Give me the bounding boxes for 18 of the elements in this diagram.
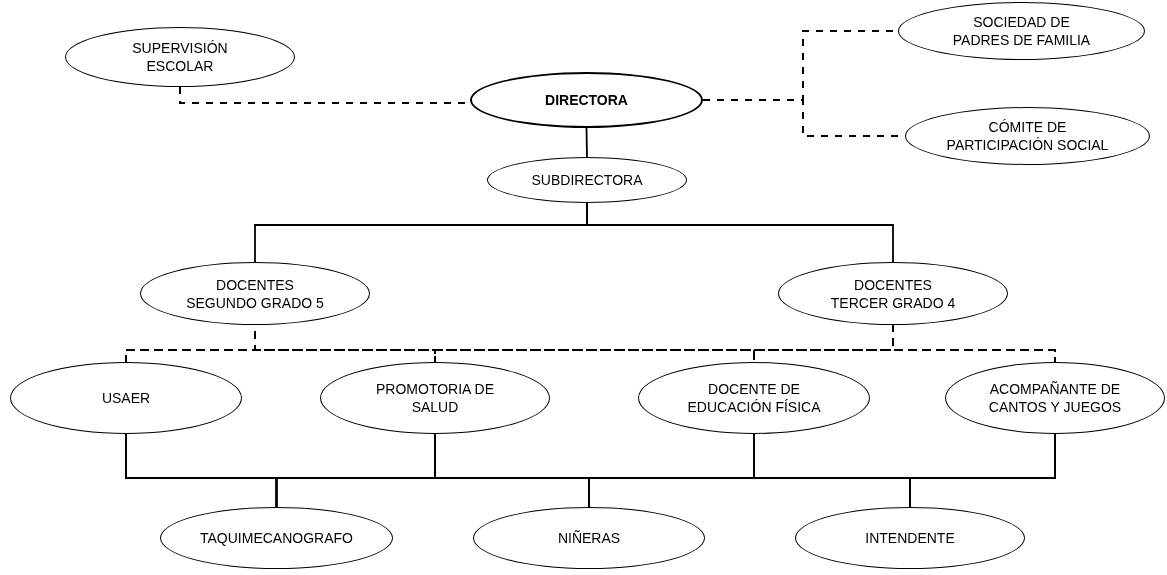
role-label: SUBDIRECTORA	[531, 171, 643, 189]
role-label: TAQUIMECANOGRAFO	[200, 529, 353, 547]
role-label: DOCENTES SEGUNDO GRADO 5	[185, 275, 325, 312]
role-label: USAER	[101, 389, 151, 407]
role-label: DOCENTE DE EDUCACIÓN FÍSICA	[686, 380, 822, 416]
role-label: DOCENTES TERCER GRADO 4	[829, 275, 957, 312]
connector-line	[586, 202, 894, 263]
role-label: NIÑERAS	[557, 529, 621, 547]
connector-line	[909, 433, 1056, 508]
role-label: SOCIEDAD DE PADRES DE FAMILIA	[951, 13, 1092, 49]
connector-line	[585, 127, 588, 158]
role-label: SUPERVISIÓN ESCOLAR	[131, 39, 229, 75]
role-label: CÓMITE DE PARTICIPACIÓN SOCIAL	[945, 118, 1110, 154]
role-label: PROMOTORIA DE SALUD	[375, 380, 495, 416]
role-label: DIRECTORA	[545, 91, 628, 109]
connector-line	[892, 324, 1056, 363]
role-label: ACOMPAÑANTE DE CANTOS Y JUEGOS	[987, 380, 1123, 416]
role-label: INTENDENTE	[865, 529, 955, 547]
